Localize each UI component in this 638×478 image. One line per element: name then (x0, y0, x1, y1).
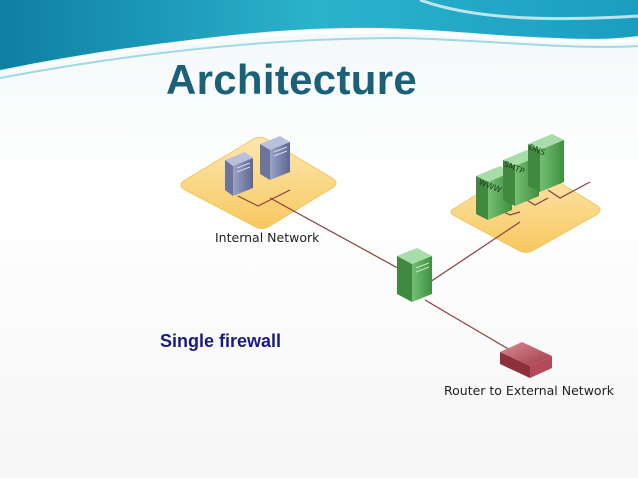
network-links (237, 181, 591, 351)
router-label: Router to External Network (444, 383, 614, 398)
workstation-icon (225, 152, 253, 196)
workstation-icon (260, 136, 290, 180)
slide-title: Architecture (166, 56, 418, 103)
single-firewall-caption: Single firewall (160, 331, 282, 351)
router-icon (500, 342, 552, 378)
dns-server-icon: DNS (527, 134, 564, 192)
internal-network-label: Internal Network (215, 230, 320, 245)
firewall-icon (397, 248, 432, 302)
header-wave-decoration (0, 0, 638, 79)
internal-network-zone (180, 137, 337, 229)
